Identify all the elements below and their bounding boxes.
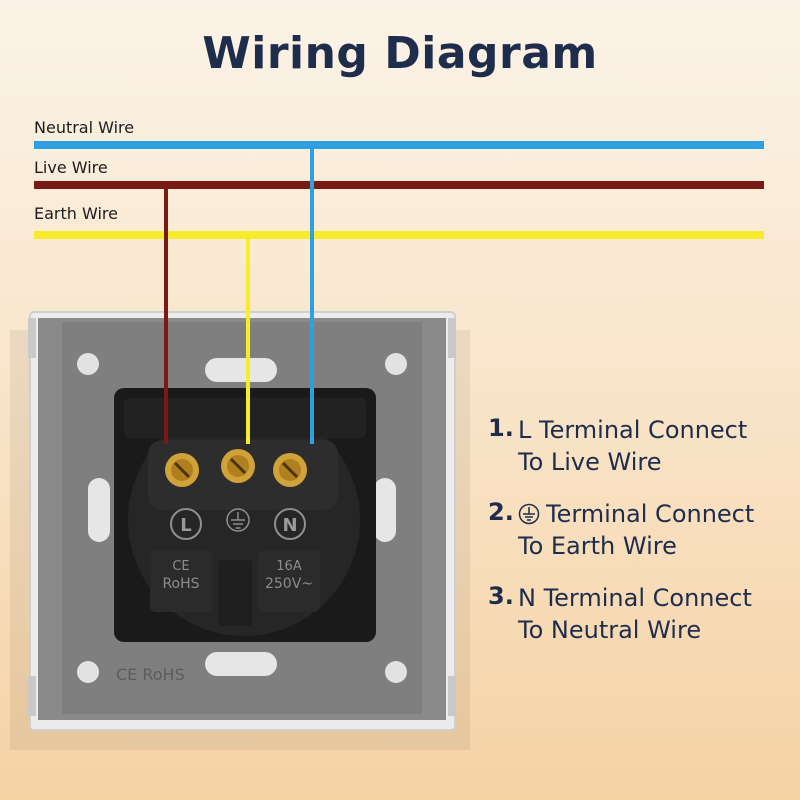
mounting-hole xyxy=(77,353,99,375)
step-1: 1. L Terminal Connect To Live Wire xyxy=(488,414,788,478)
mounting-slot xyxy=(205,652,277,676)
step-2-line-1: Terminal Connect xyxy=(546,500,755,528)
frame-tab xyxy=(28,318,36,358)
step-1-line-2: To Live Wire xyxy=(518,448,662,476)
step-3-line-1: N Terminal Connect xyxy=(518,584,752,612)
socket-rohs-mark: RoHS xyxy=(162,576,199,592)
terminal-l-label: L xyxy=(180,515,191,536)
socket-left-block xyxy=(150,550,212,612)
step-1-line-1: L Terminal Connect xyxy=(518,416,748,444)
instruction-steps: 1. L Terminal Connect To Live Wire 2. Te… xyxy=(488,414,788,666)
frame-tab xyxy=(448,676,456,716)
step-3-line-2: To Neutral Wire xyxy=(518,616,702,644)
mounting-hole xyxy=(385,661,407,683)
socket-top-ridge xyxy=(124,398,366,438)
step-2-line-2: To Earth Wire xyxy=(518,532,677,560)
step-1-number: 1. xyxy=(488,414,514,442)
frame-certification-mark: CE RoHS xyxy=(116,665,185,684)
socket-center-ridge xyxy=(218,560,252,626)
step-2-line-1-wrap: Terminal Connect xyxy=(488,498,788,530)
live-wire-line xyxy=(34,181,764,189)
frame-tab xyxy=(448,318,456,358)
terminal-n-marker xyxy=(274,508,306,540)
terminal-n-label: N xyxy=(282,515,297,536)
socket-right-block xyxy=(258,550,320,612)
earth-ground-icon xyxy=(518,503,540,525)
neutral-wire-line xyxy=(34,141,764,149)
mounting-slot xyxy=(205,358,277,382)
step-3-number: 3. xyxy=(488,582,514,610)
step-2-number: 2. xyxy=(488,498,514,526)
socket-ce-mark: CE xyxy=(172,559,189,574)
mounting-slot xyxy=(374,478,396,542)
frame-tab xyxy=(28,676,36,716)
terminal-l-marker xyxy=(170,508,202,540)
diagram-title: Wiring Diagram xyxy=(202,28,598,79)
mounting-hole xyxy=(385,353,407,375)
step-3: 3. N Terminal Connect To Neutral Wire xyxy=(488,582,788,646)
step-2: 2. Terminal Connect To Earth Wire xyxy=(488,498,788,562)
terminal-earth-marker-icon xyxy=(226,508,250,532)
terminal-l-screw xyxy=(165,453,199,487)
terminal-n-screw xyxy=(273,453,307,487)
mounting-hole xyxy=(77,661,99,683)
socket-voltage-rating: 250V~ xyxy=(265,576,313,592)
terminal-earth-screw xyxy=(221,449,255,483)
earth-wire-label: Earth Wire xyxy=(34,204,118,223)
earth-wire-line xyxy=(34,231,764,239)
mounting-slot xyxy=(88,478,110,542)
socket-current-rating: 16A xyxy=(276,559,302,574)
live-wire-label: Live Wire xyxy=(34,158,108,177)
neutral-wire-label: Neutral Wire xyxy=(34,118,135,137)
